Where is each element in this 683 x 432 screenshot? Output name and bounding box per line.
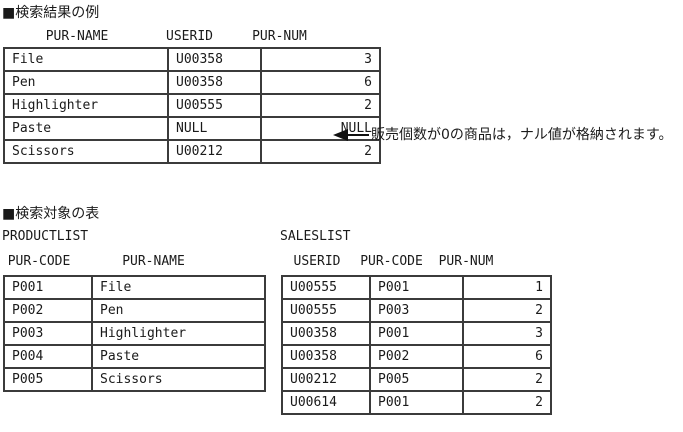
table-cell: P005	[369, 367, 464, 392]
table-cell: U00555	[167, 93, 262, 118]
table-cell: P004	[3, 344, 93, 369]
table-cell: P001	[369, 321, 464, 346]
table-cell: U00212	[281, 367, 371, 392]
table-cell: Paste	[3, 116, 169, 141]
table-cell: Scissors	[91, 367, 266, 392]
table-cell: P002	[369, 344, 464, 369]
table-cell: P003	[369, 298, 464, 323]
table-cell: U00358	[167, 47, 262, 72]
section-title-search-target-tables: ■検索対象の表	[2, 206, 100, 222]
table-cell: Scissors	[3, 139, 169, 164]
table-cell: U00358	[281, 321, 371, 346]
column-header: PUR-NUM	[438, 254, 494, 269]
left-arrow-icon	[333, 129, 348, 141]
result-table-header-row: PUR-NAME USERID PUR-NUM	[3, 29, 331, 45]
table-cell: P002	[3, 298, 93, 323]
section-title-search-result-example: ■検索結果の例	[2, 5, 100, 21]
table-cell: U00212	[167, 139, 262, 164]
table-cell: 1	[462, 275, 552, 300]
table-cell: File	[91, 275, 266, 300]
table-cell: P005	[3, 367, 93, 392]
table-cell: U00614	[281, 390, 371, 415]
table-cell: NULL	[167, 116, 262, 141]
table-cell: Highlighter	[91, 321, 266, 346]
table-cell: 2	[260, 93, 381, 118]
table-cell: Paste	[91, 344, 266, 369]
column-header: PUR-CODE	[360, 254, 423, 269]
productlist-header-row: PUR-CODE PUR-NAME	[3, 254, 232, 270]
table-cell: U00555	[281, 275, 371, 300]
column-header: USERID	[166, 29, 213, 44]
table-cell: Pen	[91, 298, 266, 323]
table-cell: U00358	[167, 70, 262, 95]
table-cell: P001	[369, 390, 464, 415]
table-cell: Pen	[3, 70, 169, 95]
null-value-annotation: 販売個数が0の商品は，ナル値が格納されます。	[371, 127, 673, 143]
table-cell: 6	[260, 70, 381, 95]
table-cell: Highlighter	[3, 93, 169, 118]
saleslist-table-label: SALESLIST	[280, 229, 351, 244]
column-header: USERID	[293, 254, 341, 269]
table-cell: 2	[462, 390, 552, 415]
table-cell: 2	[462, 298, 552, 323]
productlist-table-label: PRODUCTLIST	[2, 229, 89, 244]
table-cell: P001	[3, 275, 93, 300]
table-cell: 2	[260, 139, 381, 164]
column-header: PUR-NUM	[252, 29, 307, 44]
saleslist-header-row: USERID PUR-CODE PUR-NUM	[281, 254, 502, 270]
table-cell: 2	[462, 367, 552, 392]
table-cell: P001	[369, 275, 464, 300]
column-header: PUR-NAME	[122, 254, 185, 269]
table-cell: U00555	[281, 298, 371, 323]
table-cell: 3	[260, 47, 381, 72]
column-header: PUR-CODE	[7, 254, 71, 269]
table-cell: 3	[462, 321, 552, 346]
table-cell: P003	[3, 321, 93, 346]
table-cell: U00358	[281, 344, 371, 369]
table-cell: NULL	[260, 116, 381, 141]
table-cell: File	[3, 47, 169, 72]
arrow-line	[347, 134, 369, 136]
column-header: PUR-NAME	[45, 29, 109, 44]
table-cell: 6	[462, 344, 552, 369]
